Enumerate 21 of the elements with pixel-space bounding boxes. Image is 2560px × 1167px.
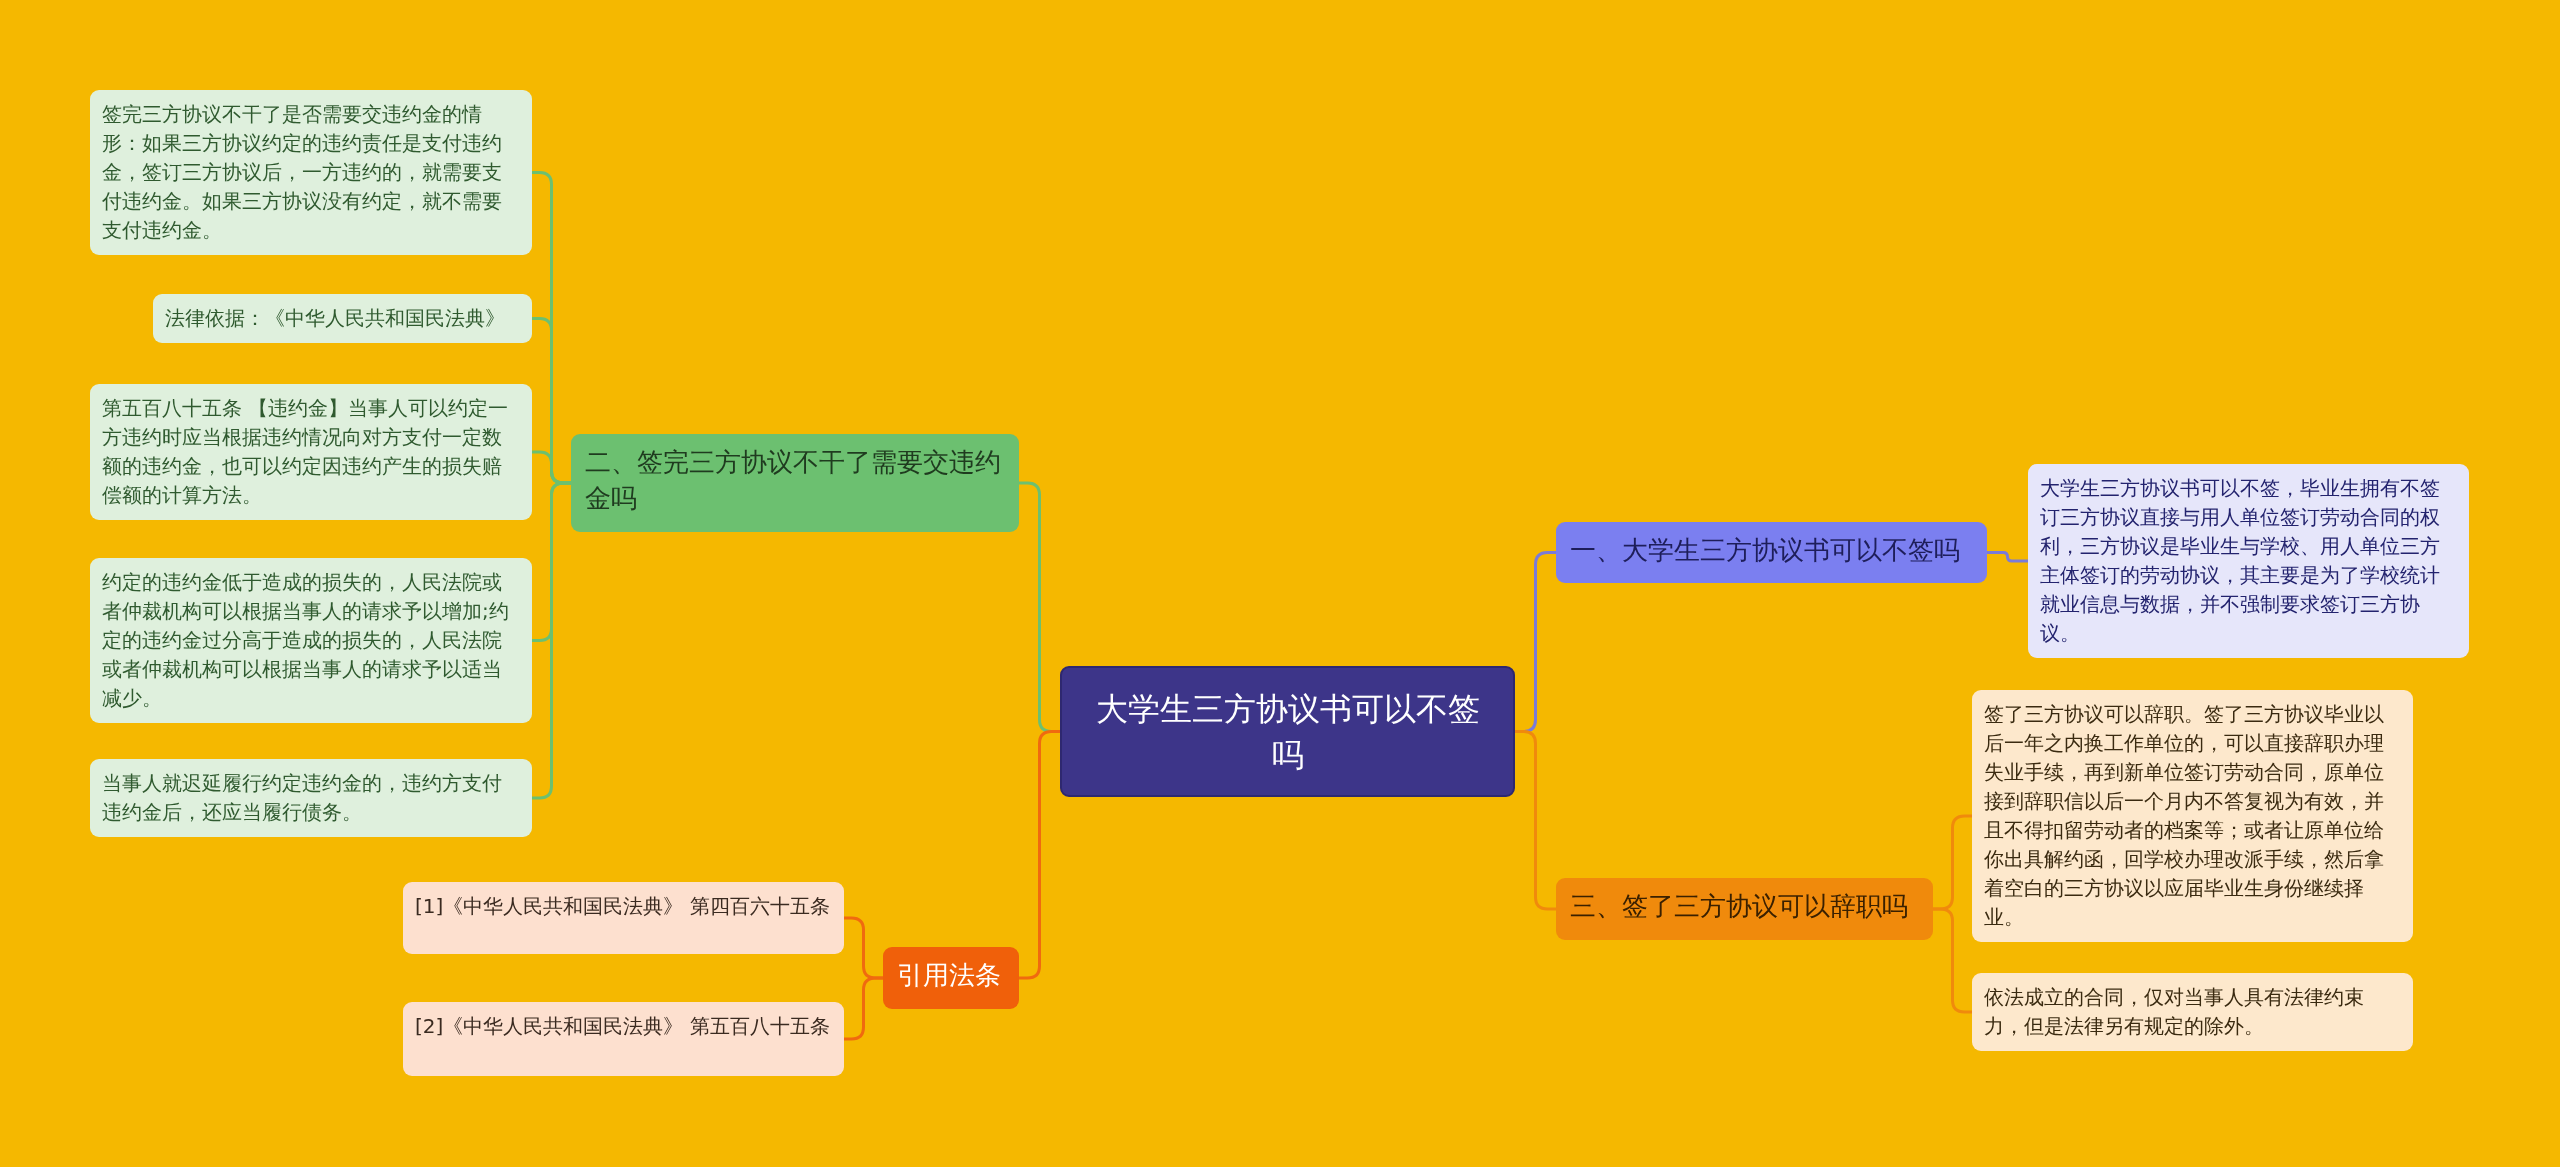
note-box: 签了三方协议可以辞职。签了三方协议毕业以后一年之内换工作单位的，可以直接辞职办理失业手续，再到新单位签订劳动合同，原单位接到辞职信以后一个月内不答复视为有效，并且不得扣留劳动者的档案等；或者让原单位给你出具解约函，回学校办理改派手续，然后拿着空白的三方协议以应届毕业生身份继续择业。	[1972, 690, 2413, 942]
topic-box: 三、签了三方协议可以辞职吗	[1556, 878, 1933, 940]
topic-box: 二、签完三方协议不干了需要交违约金吗	[571, 434, 1019, 532]
note-box: 依法成立的合同，仅对当事人具有法律约束力，但是法律另有规定的除外。	[1972, 973, 2413, 1051]
connector-line	[532, 481, 571, 800]
note-box: 签完三方协议不干了是否需要交违约金的情形：如果三方协议约定的违约责任是支付违约金，签订三方协议后，一方违约的，就需要支付违约金。如果三方协议没有约定，就不需要支付违约金。	[90, 90, 532, 255]
topic-box: 引用法条	[883, 947, 1019, 1009]
topic-box: 一、大学生三方协议书可以不签吗	[1556, 522, 1987, 583]
note-box: 第五百八十五条 【违约金】当事人可以约定一方违约时应当根据违约情况向对方支付一定数额的违约金，也可以约定因违约产生的损失赔偿额的计算方法。	[90, 384, 532, 520]
connector-line	[1515, 730, 1556, 911]
note-box: 大学生三方协议书可以不签，毕业生拥有不签订三方协议直接与用人单位签订劳动合同的权利，三方协议是毕业生与学校、用人单位三方主体签订的劳动协议，其主要是为了学校统计就业信息与数据，并不强制要求签订三方协议。	[2028, 464, 2469, 658]
note-box: 当事人就迟延履行约定违约金的，违约方支付违约金后，还应当履行债务。	[90, 759, 532, 837]
note-box: 约定的违约金低于造成的损失的，人民法院或者仲裁机构可以根据当事人的请求予以增加;约定的违约金过分高于造成的损失的，人民法院或者仲裁机构可以根据当事人的请求予以适当减少。	[90, 558, 532, 723]
note-box: 法律依据：《中华人民共和国民法典》	[153, 294, 532, 343]
central-topic-box: 大学生三方协议书可以不签吗	[1060, 666, 1515, 797]
connector-line	[1019, 730, 1060, 980]
connector-line	[844, 976, 883, 1041]
note-box: [1]《中华人民共和国民法典》 第四百六十五条	[403, 882, 844, 954]
note-box: [2]《中华人民共和国民法典》 第五百八十五条	[403, 1002, 844, 1076]
connector-line	[1933, 907, 1972, 1014]
connector-line	[1987, 551, 2028, 563]
